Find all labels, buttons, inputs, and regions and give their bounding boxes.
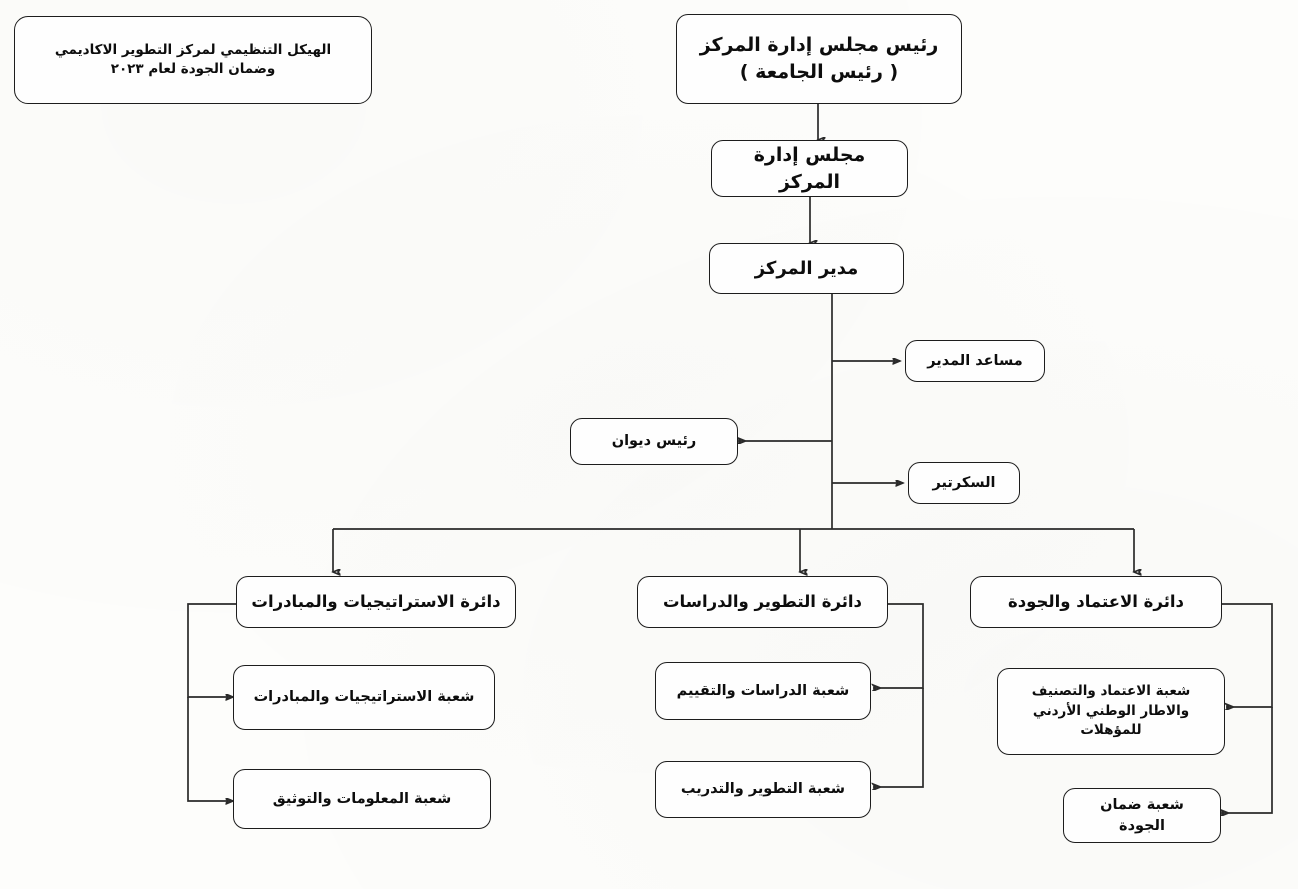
node-unit-quality-assurance[interactable]: شعبة ضمان الجودة: [1063, 788, 1221, 843]
node-unit-accreditation-classification[interactable]: شعبة الاعتماد والتصنيف والاطار الوطني ال…: [997, 668, 1225, 755]
edge-strategy-unit-initiatives: [187, 603, 236, 697]
node-unit-studies-evaluation[interactable]: شعبة الدراسات والتقييم: [655, 662, 871, 720]
node-assistant-director[interactable]: مساعد المدير: [905, 340, 1045, 382]
node-unit-accreditation-line2: والاطار الوطني الأردني: [1032, 702, 1190, 719]
node-chairman[interactable]: رئيس مجلس إدارة المركز ( رئيس الجامعة ): [676, 14, 962, 104]
node-department-development[interactable]: دائرة التطوير والدراسات: [637, 576, 888, 628]
node-department-quality-label: دائرة الاعتماد والجودة: [1007, 592, 1185, 612]
node-unit-development-training[interactable]: شعبة التطوير والتدريب: [655, 761, 871, 818]
node-chairman-line1: رئيس مجلس إدارة المركز: [699, 34, 939, 57]
node-chief-of-office[interactable]: رئيس ديوان: [570, 418, 738, 465]
node-director-label: مدير المركز: [754, 257, 859, 279]
chart-title-line1: الهيكل التنظيمي لمركز التطوير الاكاديمي: [54, 41, 332, 58]
node-unit-accreditation-line1: شعبة الاعتماد والتصنيف: [1031, 683, 1191, 700]
node-department-strategy[interactable]: دائرة الاستراتيجيات والمبادرات: [236, 576, 516, 628]
node-unit-strategy-initiatives-label: شعبة الاستراتيجيات والمبادرات: [253, 689, 475, 706]
edge-quality-unit-accreditation: [1222, 603, 1273, 707]
node-chief-of-office-label: رئيس ديوان: [611, 433, 697, 450]
node-unit-development-training-label: شعبة التطوير والتدريب: [680, 781, 846, 798]
edge-strategy-unit-info: [187, 697, 233, 801]
node-unit-quality-assurance-line1: شعبة ضمان: [1100, 796, 1184, 813]
node-unit-information-documentation-label: شعبة المعلومات والتوثيق: [272, 790, 452, 807]
node-board[interactable]: مجلس إدارة المركز: [711, 140, 908, 197]
node-board-label: مجلس إدارة المركز: [753, 143, 866, 193]
edge-quality-unit-assurance: [1221, 707, 1273, 813]
node-director[interactable]: مدير المركز: [709, 243, 904, 294]
node-unit-quality-assurance-line2: الجودة: [1119, 817, 1165, 834]
node-secretary-label: السكرتير: [932, 474, 996, 491]
node-secretary[interactable]: السكرتير: [908, 462, 1020, 504]
node-unit-accreditation-line3: للمؤهلات: [1080, 722, 1142, 739]
node-chairman-line2: ( رئيس الجامعة ): [739, 61, 899, 83]
node-unit-strategy-initiatives[interactable]: شعبة الاستراتيجيات والمبادرات: [233, 665, 495, 730]
chart-title-box: الهيكل التنظيمي لمركز التطوير الاكاديمي …: [14, 16, 372, 104]
chart-title-line2: وضمان الجودة لعام ٢٠٢٣: [110, 61, 276, 77]
node-department-strategy-label: دائرة الاستراتيجيات والمبادرات: [251, 592, 501, 612]
node-department-development-label: دائرة التطوير والدراسات: [662, 592, 863, 612]
node-unit-studies-evaluation-label: شعبة الدراسات والتقييم: [676, 682, 850, 699]
node-department-quality[interactable]: دائرة الاعتماد والجودة: [970, 576, 1222, 628]
edge-development-unit-training: [873, 688, 924, 787]
node-assistant-director-label: مساعد المدير: [927, 352, 1023, 369]
node-unit-information-documentation[interactable]: شعبة المعلومات والتوثيق: [233, 769, 491, 829]
